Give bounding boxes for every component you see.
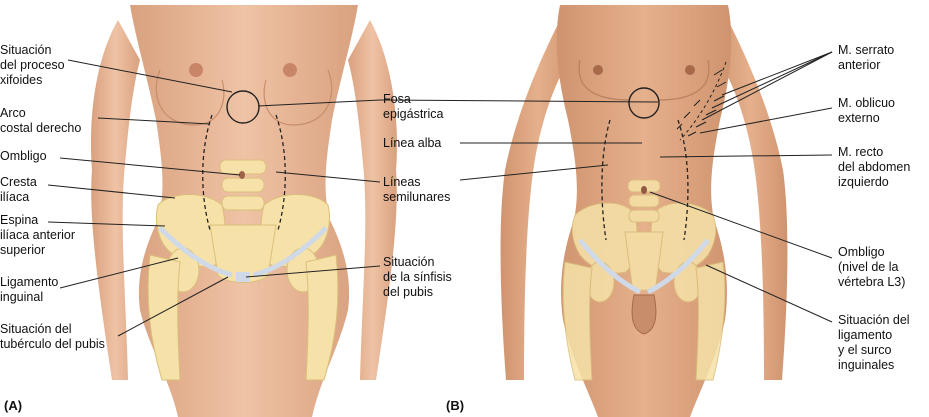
male-right-arm: [500, 20, 575, 380]
female-epigastric-fossa: [226, 90, 260, 124]
label-line: inguinales: [838, 358, 895, 372]
label-line: tubérculo del pubis: [0, 337, 105, 351]
label-line: ligamento: [838, 328, 893, 342]
male-pelvis-bone: [562, 179, 726, 381]
label-line: del proceso: [0, 58, 65, 72]
male-serratus-marks: [676, 61, 727, 141]
label-line: costal derecho: [0, 121, 82, 135]
male-navel: [641, 186, 647, 194]
panel-label-b: (B): [446, 398, 465, 413]
female-nipple-right: [189, 63, 203, 77]
label-linea-alba: Línea alba: [383, 136, 441, 151]
label-line: M. recto: [838, 145, 884, 159]
female-left-arm: [348, 20, 397, 380]
label-line: Ligamento: [0, 275, 59, 289]
label-line: anterior: [838, 58, 881, 72]
label-line: del abdomen: [838, 160, 911, 174]
female-breast-right: [155, 69, 225, 126]
male-left-arm: [713, 20, 788, 380]
male-pectoral-right: [578, 59, 631, 101]
female-navel: [239, 171, 245, 179]
label-line: Situación del: [838, 313, 910, 327]
label-line: Situación: [0, 43, 52, 57]
female-semilunar-line-right: [202, 114, 213, 231]
female-inguinal-ligament: [158, 226, 233, 278]
label-line: inguinal: [0, 290, 44, 304]
label-line: Línea alba: [383, 136, 442, 150]
label-line: (nivel de la: [838, 260, 899, 274]
label-line: superior: [0, 243, 46, 257]
panel-label-a: (A): [4, 398, 23, 413]
female-breast-left: [263, 69, 333, 126]
label-line: externo: [838, 111, 880, 125]
label-line: Espina: [0, 213, 39, 227]
label-line: y el surco: [838, 343, 892, 357]
label-line: M. serrato: [838, 43, 895, 57]
male-semilunar-line-left: [677, 119, 689, 241]
male-inguinal-ligament: [578, 238, 642, 295]
label-line: ilíaca anterior: [0, 228, 76, 242]
male-pectoral-left: [657, 59, 710, 101]
label-ombligo: Ombligo: [0, 149, 47, 164]
label-line: Situación: [383, 255, 435, 269]
label-line: Líneas: [383, 175, 421, 189]
label-line: xifoides: [0, 73, 43, 87]
male-genitalia: [631, 294, 657, 335]
label-line: de la sínfisis: [383, 270, 452, 284]
label-line: Situación del: [0, 322, 72, 336]
male-epigastric-fossa: [628, 87, 660, 119]
female-right-arm: [90, 20, 140, 380]
label-line: vértebra L3): [838, 275, 906, 289]
leader-lines: [47, 51, 833, 337]
female-trunk: [130, 5, 358, 417]
female-torso: [90, 5, 397, 417]
label-line: ilíaca: [0, 190, 30, 204]
label-line: Arco: [0, 106, 26, 120]
female-nipple-left: [283, 63, 297, 77]
female-pelvis-bone: [147, 159, 339, 381]
label-line: izquierdo: [838, 175, 889, 189]
label-line: M. oblicuo: [838, 96, 895, 110]
label-line: Cresta: [0, 175, 37, 189]
female-pubic-symphysis: [236, 272, 250, 282]
label-line: del pubis: [383, 285, 434, 299]
label-line: Fosa: [383, 92, 411, 106]
label-line: Ombligo: [838, 245, 885, 259]
label-line: semilunares: [383, 190, 451, 204]
male-semilunar-line-right: [601, 119, 611, 241]
label-line: Ombligo: [0, 149, 47, 163]
label-line: epigástrica: [383, 107, 444, 121]
male-torso: [500, 5, 788, 417]
